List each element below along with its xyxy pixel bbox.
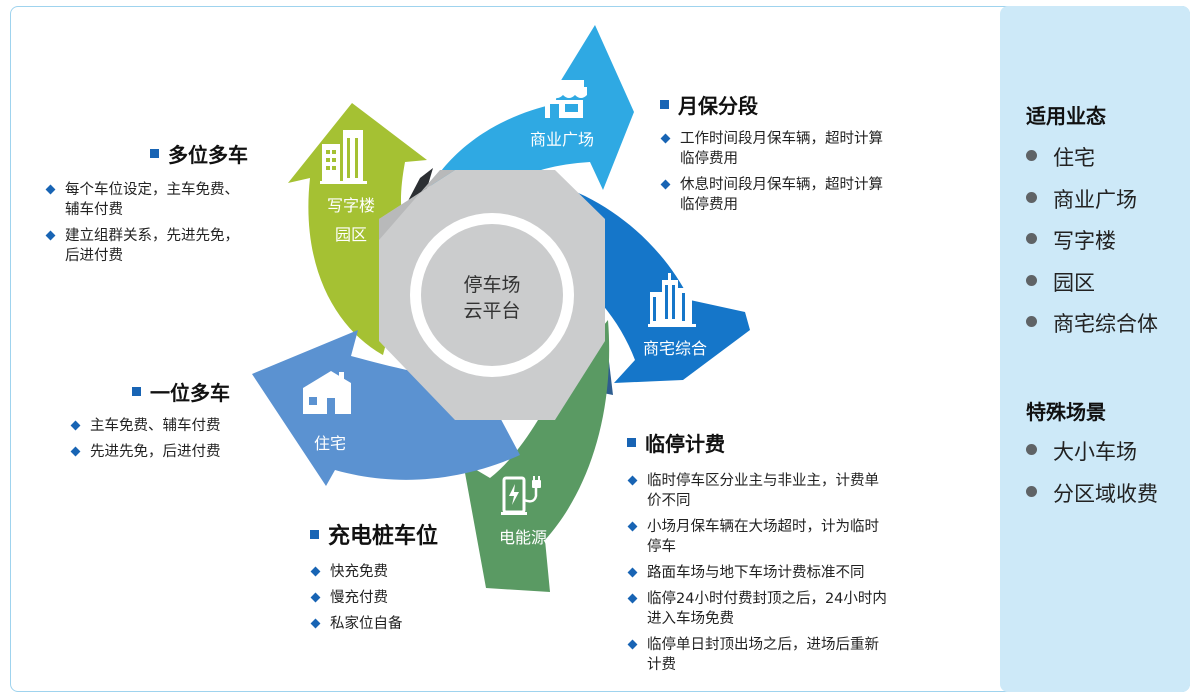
office-building-icon xyxy=(320,130,367,184)
list-item: 每个车位设定，主车免费、辅车付费 xyxy=(45,180,390,220)
center-disc xyxy=(421,224,563,366)
list-item: 临时停车区分业主与非业主，计费单价不同 xyxy=(627,471,947,511)
block-title: 月保分段 xyxy=(678,94,758,118)
office-label-line2: 园区 xyxy=(335,225,367,244)
parking-cloud-diagram: 停车场 云平台 写字楼 园区 商业广场 商宅综合 xyxy=(252,25,750,592)
sidebar-item: 商业广场 xyxy=(1026,184,1158,226)
list-item: 慢充付费 xyxy=(310,588,500,608)
sidebar-item: 住宅 xyxy=(1026,142,1158,184)
residence-label: 住宅 xyxy=(314,434,346,453)
segment-residence xyxy=(252,330,520,486)
list-item: 私家位自备 xyxy=(310,614,500,634)
circle-bullet-icon xyxy=(1026,191,1037,203)
list-item: 快充免费 xyxy=(310,562,500,582)
energy-label: 电能源 xyxy=(499,528,547,547)
list-item: 建立组群关系，先进先免，后进付费 xyxy=(45,226,390,266)
diamond-bullet-icon xyxy=(627,593,638,604)
diamond-bullet-icon xyxy=(627,639,638,650)
diamond-bullet-icon xyxy=(310,618,321,629)
block-heading: 月保分段 xyxy=(660,90,960,119)
center-title-line2: 云平台 xyxy=(463,300,520,322)
diamond-bullet-icon xyxy=(70,420,81,431)
square-bullet-icon xyxy=(132,387,141,396)
mixed-label: 商宅综合 xyxy=(643,339,707,358)
list-item: 休息时间段月保车辆，超时计算临停费用 xyxy=(660,175,960,215)
sidebar-item: 大小车场 xyxy=(1026,436,1158,478)
square-bullet-icon xyxy=(310,529,319,539)
side-panel xyxy=(1000,6,1190,692)
diamond-bullet-icon xyxy=(660,179,671,190)
block-charging-space: 充电桩车位 快充免费 慢充付费 私家位自备 xyxy=(310,518,500,640)
commercial-label: 商业广场 xyxy=(530,130,594,149)
block-title: 一位多车 xyxy=(150,381,230,405)
square-bullet-icon xyxy=(627,438,636,447)
block-title: 充电桩车位 xyxy=(328,524,439,549)
block-title: 多位多车 xyxy=(168,143,248,167)
sidebar-item: 园区 xyxy=(1026,267,1158,309)
sidebar-list-special: 大小车场 分区域收费 xyxy=(1026,436,1158,519)
circle-bullet-icon xyxy=(1026,274,1037,286)
city-buildings-icon xyxy=(648,273,696,327)
list-item: 临停单日封顶出场之后，进场后重新计费 xyxy=(627,635,947,675)
square-bullet-icon xyxy=(150,149,159,158)
diamond-bullet-icon xyxy=(45,184,56,195)
square-bullet-icon xyxy=(660,100,669,109)
circle-bullet-icon xyxy=(1026,233,1037,244)
diamond-bullet-icon xyxy=(627,567,638,578)
sidebar-heading-special: 特殊场景 xyxy=(1026,400,1106,424)
sidebar-heading-applicable: 适用业态 xyxy=(1026,104,1106,128)
list-item: 小场月保车辆在大场超时，计为临时停车 xyxy=(627,517,947,557)
ev-charger-icon xyxy=(501,476,541,515)
diamond-bullet-icon xyxy=(310,592,321,603)
list-item: 工作时间段月保车辆，超时计算临停费用 xyxy=(660,129,960,169)
block-heading: 多位多车 xyxy=(150,139,390,168)
block-temporary-billing: 临停计费 临时停车区分业主与非业主，计费单价不同 小场月保车辆在大场超时，计为临… xyxy=(627,428,947,681)
list-item: 主车免费、辅车付费 xyxy=(70,416,352,436)
circle-bullet-icon xyxy=(1026,444,1037,455)
sidebar-item: 分区域收费 xyxy=(1026,478,1158,520)
diamond-bullet-icon xyxy=(627,521,638,532)
office-label-line1: 写字楼 xyxy=(327,196,375,215)
block-heading: 充电桩车位 xyxy=(310,518,500,550)
list-item: 先进先免，后进付费 xyxy=(70,442,352,462)
diamond-bullet-icon xyxy=(45,230,56,241)
list-item: 路面车场与地下车场计费标准不同 xyxy=(627,563,947,583)
diamond-bullet-icon xyxy=(627,475,638,486)
block-heading: 一位多车 xyxy=(132,377,352,406)
sidebar-item: 商宅综合体 xyxy=(1026,308,1158,350)
circle-bullet-icon xyxy=(1026,316,1037,327)
sidebar-list-applicable: 住宅 商业广场 写字楼 园区 商宅综合体 xyxy=(1026,142,1158,350)
block-monthly-segmented: 月保分段 工作时间段月保车辆，超时计算临停费用 休息时间段月保车辆，超时计算临停… xyxy=(660,90,960,221)
block-heading: 临停计费 xyxy=(627,428,947,457)
center-title-line1: 停车场 xyxy=(463,274,520,296)
diamond-bullet-icon xyxy=(660,133,671,144)
circle-bullet-icon xyxy=(1026,150,1037,161)
diamond-bullet-icon xyxy=(70,446,81,457)
block-single-space-multi-car: 一位多车 主车免费、辅车付费 先进先免，后进付费 xyxy=(70,377,352,468)
diamond-bullet-icon xyxy=(310,566,321,577)
storefront-icon xyxy=(541,80,587,118)
block-multi-space-multi-car: 多位多车 每个车位设定，主车免费、辅车付费 建立组群关系，先进先免，后进付费 xyxy=(45,139,390,272)
block-title: 临停计费 xyxy=(645,432,725,456)
sidebar-item: 写字楼 xyxy=(1026,225,1158,267)
list-item: 临停24小时付费封顶之后，24小时内进入车场免费 xyxy=(627,589,947,629)
house-icon xyxy=(303,371,351,414)
circle-bullet-icon xyxy=(1026,485,1037,497)
